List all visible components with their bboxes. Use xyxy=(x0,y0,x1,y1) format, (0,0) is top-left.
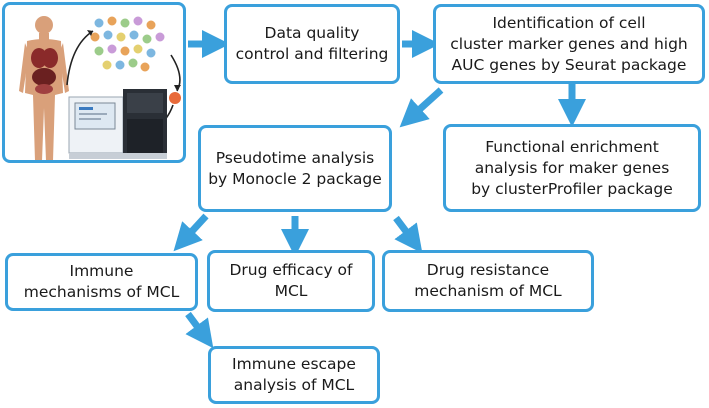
functional-enrichment-label: Functional enrichment analysis for maker… xyxy=(471,137,673,198)
cells-cluster-icon xyxy=(89,15,166,73)
drug-resistance-box: Drug resistance mechanism of MCL xyxy=(382,250,594,312)
arrow-immune-mech-to-immune-escape xyxy=(185,311,214,349)
pseudotime-label: Pseudotime analysis by Monocle 2 package xyxy=(208,148,382,188)
identification-box: Identification of cell cluster marker ge… xyxy=(433,4,705,84)
immune-escape-label: Immune escape analysis of MCL xyxy=(232,355,356,394)
pseudotime-box: Pseudotime analysis by Monocle 2 package xyxy=(198,125,392,212)
immune-escape-box: Immune escape analysis of MCL xyxy=(208,346,380,404)
drug-resistance-label: Drug resistance mechanism of MCL xyxy=(414,261,562,300)
illustration-box xyxy=(2,2,186,163)
arrow-pseudotime-to-drug-resistance xyxy=(393,215,423,254)
sequencer-machine-icon xyxy=(68,89,167,159)
human-body-icon xyxy=(19,16,69,160)
arrow-identification-to-pseudotime xyxy=(399,87,444,128)
drug-efficacy-box: Drug efficacy of MCL xyxy=(207,250,375,312)
drug-efficacy-label: Drug efficacy of MCL xyxy=(229,261,353,300)
data-quality-box: Data quality control and filtering xyxy=(224,4,400,84)
immune-mechanisms-label: Immune mechanisms of MCL xyxy=(23,262,180,301)
functional-enrichment-box: Functional enrichment analysis for maker… xyxy=(443,124,701,212)
immune-mechanisms-box: Immune mechanisms of MCL xyxy=(5,253,198,311)
identification-label: Identification of cell cluster marker ge… xyxy=(450,13,688,74)
data-quality-label: Data quality control and filtering xyxy=(235,24,389,63)
arrow-pseudotime-to-immune-mech xyxy=(173,213,209,252)
